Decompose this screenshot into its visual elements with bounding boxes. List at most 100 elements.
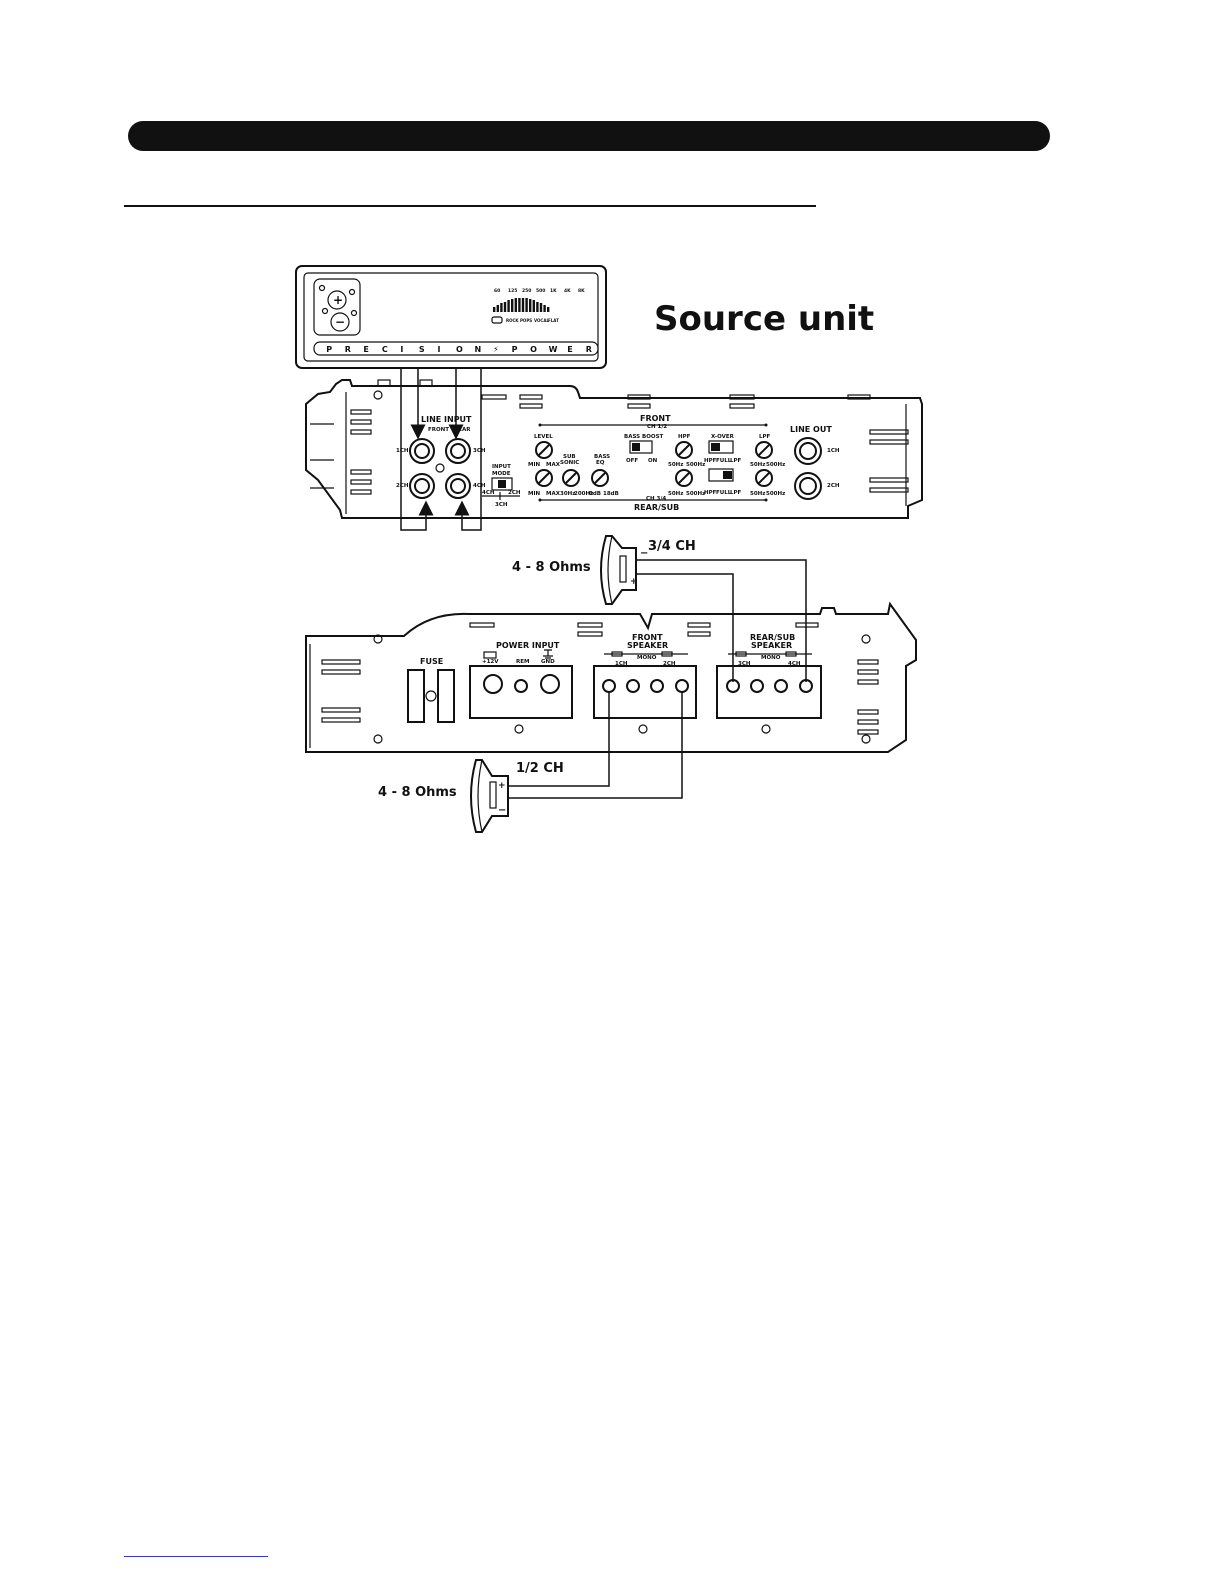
svg-text:SONIC: SONIC	[560, 460, 579, 466]
svg-text:50Hz: 50Hz	[750, 491, 765, 497]
line-input-label: LINE INPUT	[421, 415, 472, 424]
svg-text:4CH: 4CH	[788, 661, 801, 667]
input-mode-switch	[491, 477, 513, 491]
svg-text:LPF: LPF	[759, 434, 771, 440]
svg-text:GND: GND	[541, 659, 555, 665]
front-speaker-impedance: 4 - 8 Ohms	[378, 785, 457, 800]
svg-text:+: +	[630, 577, 638, 587]
plus-knob	[327, 290, 347, 310]
brand-letter: W	[549, 345, 558, 354]
eq-bar	[503, 302, 507, 312]
svg-text:SPEAKER: SPEAKER	[751, 641, 792, 650]
svg-text:CH 3/4: CH 3/4	[646, 496, 666, 502]
svg-text:SUB: SUB	[563, 454, 576, 460]
output-amplifier: FUSE POWER INPUT +12V REM GND FRONT SPEA…	[305, 601, 917, 753]
front-speaker-terminal-block	[593, 665, 697, 719]
brand-letter: S	[419, 345, 425, 354]
eq-preset-label: POPS	[520, 318, 532, 323]
svg-text:OFF: OFF	[626, 458, 638, 464]
brand-letter: ⚡	[493, 345, 499, 354]
eq-bar	[543, 305, 546, 312]
eq-bar	[536, 302, 539, 312]
svg-text:3CH: 3CH	[473, 448, 486, 454]
brand-letter: I	[400, 345, 403, 354]
eq-bar	[525, 298, 528, 312]
svg-text:ON: ON	[648, 458, 658, 464]
brand-letter: P	[326, 345, 332, 354]
svg-text:SPEAKER: SPEAKER	[627, 641, 668, 650]
power-terminal-block	[469, 665, 573, 719]
eq-bar	[539, 303, 543, 312]
brand-letter: R	[345, 345, 351, 354]
svg-text:1CH: 1CH	[827, 448, 840, 454]
svg-text:INPUT: INPUT	[492, 464, 511, 470]
svg-text:HPF: HPF	[704, 458, 717, 464]
line-out-2ch	[794, 472, 822, 500]
eq-preset-label: ROCK	[506, 318, 519, 323]
svg-text:+: +	[498, 781, 506, 791]
eq-band-label: 60	[494, 288, 500, 294]
svg-text:50Hz: 50Hz	[668, 491, 683, 497]
rca-jack-4ch	[445, 473, 471, 499]
svg-text:MIN: MIN	[528, 462, 541, 468]
eq-bar	[521, 298, 525, 312]
svg-text:POWER INPUT: POWER INPUT	[496, 641, 560, 650]
eq-band-label: 4K	[564, 288, 571, 294]
ground-icon	[543, 649, 553, 659]
svg-text:FULL: FULL	[716, 458, 732, 464]
header-bar	[128, 121, 1050, 151]
rca-cables	[400, 368, 482, 531]
svg-text:REAR/SUB: REAR/SUB	[750, 633, 795, 642]
svg-text:1CH: 1CH	[615, 661, 628, 667]
svg-text:0dB: 0dB	[589, 491, 601, 497]
rear-speaker-channel: 3/4 CH	[648, 539, 696, 554]
rca-jack-3ch	[445, 438, 471, 464]
eq-bar	[507, 300, 510, 312]
svg-text:500Hz: 500Hz	[766, 462, 785, 468]
bass-eq-knob	[591, 469, 609, 487]
level-knob-front	[535, 441, 553, 459]
brand-letter: I	[437, 345, 440, 354]
svg-text:4CH: 4CH	[482, 490, 495, 496]
rear-speaker-terminal-block	[716, 665, 822, 719]
eq-bar	[511, 299, 514, 312]
svg-text:500Hz: 500Hz	[686, 491, 705, 497]
eq-bar	[518, 298, 521, 312]
brand-strip-frame	[313, 341, 599, 356]
hpf-knob-rear	[675, 469, 693, 487]
eq-bars	[493, 298, 550, 312]
rear-speaker: − + 3/4 CH 4 - 8 Ohms	[512, 535, 807, 682]
svg-text:MODE: MODE	[492, 471, 511, 477]
lpf-knob-rear	[755, 469, 773, 487]
rca-jack-1ch	[409, 438, 435, 464]
line-out-1ch	[794, 437, 822, 465]
svg-text:CH 1/2: CH 1/2	[647, 424, 667, 430]
volume-knob-panel	[313, 278, 361, 336]
svg-text:FUSE: FUSE	[420, 657, 443, 666]
eq-bar	[514, 298, 517, 312]
eq-bar	[493, 307, 496, 312]
svg-text:2CH: 2CH	[508, 490, 521, 496]
eq-bar	[547, 307, 550, 312]
svg-text:FRONT: FRONT	[428, 427, 449, 433]
svg-text:500Hz: 500Hz	[766, 491, 785, 497]
source-unit-title: Source unit	[654, 299, 874, 339]
eq-band-label: 250	[522, 288, 531, 294]
eq-band-label: 8K	[578, 288, 585, 294]
svg-text:LEVEL: LEVEL	[534, 434, 553, 440]
eq-bar	[532, 300, 535, 312]
svg-text:BASS BOOST: BASS BOOST	[624, 434, 664, 440]
eq-bar	[500, 303, 503, 312]
svg-text:LPF: LPF	[730, 458, 742, 464]
brand-letter: O	[530, 345, 537, 354]
minus-symbol: −	[335, 315, 345, 329]
fuse-right	[437, 669, 455, 723]
rca-jack-2ch	[409, 473, 435, 499]
svg-text:MAX: MAX	[546, 491, 561, 497]
svg-text:3CH: 3CH	[495, 502, 508, 508]
svg-text:HPF: HPF	[678, 434, 691, 440]
